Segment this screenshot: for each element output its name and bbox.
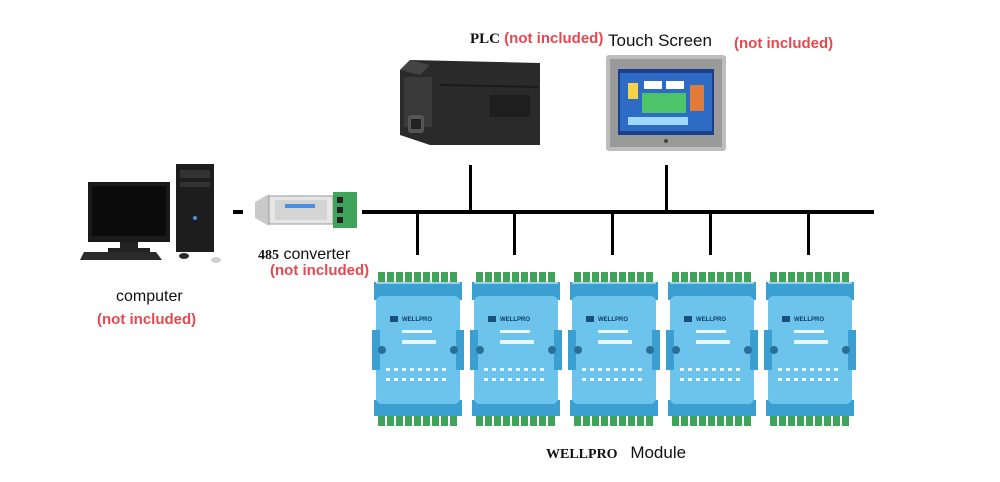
- module-brand: WELLPRO: [546, 447, 618, 462]
- bus-drop-module-4: [709, 213, 712, 255]
- wellpro-module-1: WELLPRO: [372, 270, 464, 430]
- module-name: Module: [630, 443, 687, 462]
- converter-number: 485: [258, 248, 279, 263]
- bus-main-line: [362, 210, 874, 214]
- bus-drop-module-5: [807, 213, 810, 255]
- wellpro-module-4: WELLPRO: [666, 270, 758, 430]
- plc-not-included: (not included): [504, 30, 604, 47]
- wellpro-module-3: WELLPRO: [568, 270, 660, 430]
- svg-text:WELLPRO: WELLPRO: [598, 317, 628, 323]
- touchscreen-not-included: (not included): [734, 35, 834, 52]
- wellpro-module-5: WELLPRO: [764, 270, 856, 430]
- computer-device-image: [80, 160, 230, 270]
- converter-not-included: (not included): [270, 262, 370, 279]
- bus-drop-module-1: [416, 213, 419, 255]
- plc-title: PLC (not included): [470, 30, 603, 48]
- plc-name: PLC: [470, 31, 500, 47]
- bus-drop-module-3: [611, 213, 614, 255]
- svg-text:WELLPRO: WELLPRO: [794, 317, 824, 323]
- converter-name: converter: [283, 246, 351, 263]
- svg-text:WELLPRO: WELLPRO: [500, 317, 530, 323]
- svg-text:WELLPRO: WELLPRO: [402, 317, 432, 323]
- touchscreen-name: Touch Screen: [608, 31, 712, 50]
- computer-not-included: (not included): [97, 311, 197, 328]
- bus-dash-computer: [233, 210, 243, 214]
- converter-device-image: [255, 188, 360, 233]
- wellpro-module-2: WELLPRO: [470, 270, 562, 430]
- touchscreen-device-image: [606, 55, 726, 151]
- svg-text:WELLPRO: WELLPRO: [696, 317, 726, 323]
- converter-title: 485 converter: [258, 246, 350, 264]
- plc-device-image: [390, 55, 540, 150]
- bus-drop-module-2: [513, 213, 516, 255]
- module-caption: WELLPRO Module: [546, 443, 686, 463]
- bus-drop-touchscreen: [665, 165, 668, 211]
- bus-drop-plc: [469, 165, 472, 211]
- computer-name: computer: [116, 288, 183, 305]
